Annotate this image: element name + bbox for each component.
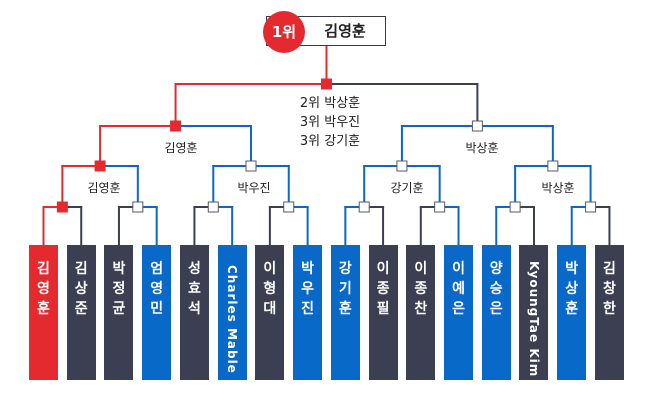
player-column: 강기훈 — [330, 245, 360, 380]
player-name: 이예은 — [452, 261, 465, 317]
match-node — [207, 201, 219, 213]
match-node — [471, 120, 483, 132]
quarter-2-winner: 박우진 — [237, 181, 271, 195]
player-column: 박정균 — [104, 245, 134, 380]
semi-right-winner: 박상훈 — [465, 141, 499, 155]
match-node — [132, 201, 144, 213]
semi-left-winner: 김영훈 — [164, 141, 198, 155]
match-node — [585, 201, 597, 213]
match-node — [396, 160, 408, 172]
player-name: Charles Mable — [225, 265, 240, 374]
winner-node — [94, 160, 106, 172]
player-name: 이종찬 — [414, 261, 428, 317]
match-node — [283, 201, 295, 213]
player-column: 박우진 — [293, 245, 323, 380]
player-name: 이형대 — [263, 261, 277, 317]
player-name: 양승은 — [489, 261, 503, 317]
match-node — [434, 201, 446, 213]
player-column: 이예은 — [444, 245, 474, 380]
player-column: 이종찬 — [406, 245, 436, 380]
player-name: 이종필 — [376, 261, 390, 317]
champion-box: 1위 김영훈 — [263, 11, 386, 53]
match-node — [358, 201, 370, 213]
winner-node — [320, 78, 332, 90]
player-column: Charles Mable — [217, 245, 247, 380]
player-column: 박상훈 — [557, 245, 587, 380]
first-place-badge: 1위 — [263, 11, 305, 53]
player-name: 강기훈 — [338, 261, 352, 317]
match-node — [509, 201, 521, 213]
quarter-4-winner: 박상훈 — [541, 181, 575, 195]
third-place-1: 3위 박우진 — [299, 115, 361, 130]
player-column: 성효석 — [179, 245, 209, 380]
match-node — [547, 160, 559, 172]
quarter-3-winner: 강기훈 — [390, 181, 424, 195]
player-column: KyoungTae Kim — [519, 245, 549, 380]
player-name: 박우진 — [301, 261, 315, 317]
second-place: 2위 박상훈 — [299, 96, 361, 111]
player-column: 김창한 — [594, 245, 624, 380]
player-name: KyoungTae Kim — [526, 261, 541, 378]
player-name: 김상준 — [74, 261, 88, 317]
player-name: 김영훈 — [37, 261, 50, 317]
player-column: 김영훈 — [29, 245, 58, 380]
player-name: 박정균 — [112, 261, 126, 317]
player-name: 박상훈 — [565, 261, 579, 317]
player-column: 김상준 — [66, 245, 96, 380]
third-place-2: 3위 강기훈 — [299, 134, 361, 149]
rankings-list: 2위 박상훈 3위 박우진 3위 강기훈 — [280, 94, 380, 151]
match-node — [245, 160, 257, 172]
winner-node — [170, 120, 182, 132]
player-column: 양승은 — [481, 245, 511, 380]
player-name: 성효석 — [187, 261, 201, 317]
player-name: 김창한 — [602, 261, 616, 317]
quarter-1-winner: 김영훈 — [87, 181, 121, 195]
player-column: 이종필 — [368, 245, 398, 380]
winner-node — [56, 201, 68, 213]
champion-name: 김영훈 — [324, 22, 366, 40]
player-column: 이형대 — [255, 245, 285, 380]
player-name: 엄영민 — [150, 261, 164, 317]
player-column: 엄영민 — [142, 245, 172, 380]
